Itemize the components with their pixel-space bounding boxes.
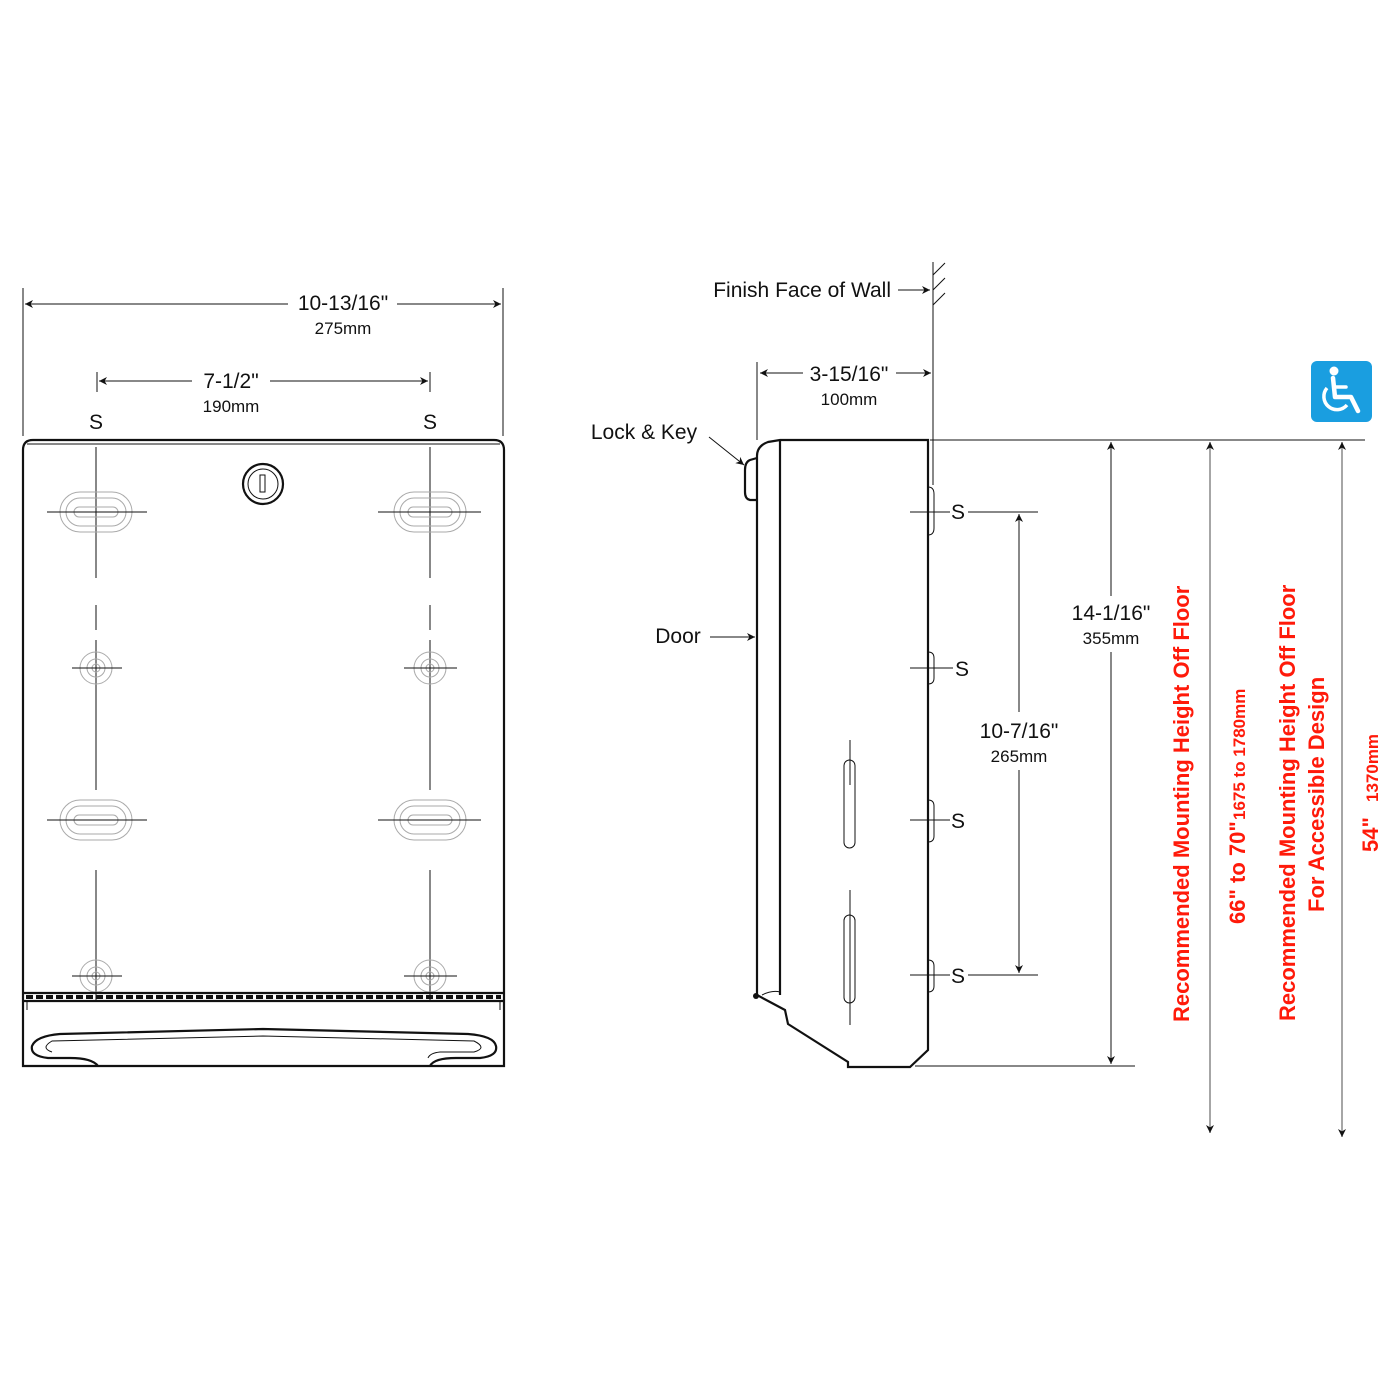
accessible-mounting-label-2: For Accessible Design (1304, 677, 1329, 912)
accessible-mounting-value-mm: 1370mm (1363, 734, 1382, 802)
screw-label: S (951, 810, 965, 833)
front-view: 10-13/16" 275mm 7-1/2" 190mm S S (21, 288, 506, 1068)
screw-spacing-mm: 265mm (991, 747, 1048, 766)
standard-mounting-value: 66" to 70" (1225, 821, 1250, 924)
keyhole-slots (47, 491, 481, 841)
height-dimension: 14-1/16" 355mm (915, 439, 1365, 1067)
standard-mounting-label: Recommended Mounting Height Off Floor (1169, 585, 1194, 1022)
lock-knob (743, 456, 758, 502)
wheelchair-icon (1311, 361, 1372, 422)
mounting-holes (72, 651, 457, 993)
screw-label: S (951, 965, 965, 988)
height-in: 14-1/16" (1072, 602, 1151, 625)
screw-label: S (951, 501, 965, 524)
wall-line: Finish Face of Wall (713, 262, 946, 485)
door-label: Door (655, 625, 701, 648)
overall-width-in: 10-13/16" (298, 292, 388, 315)
screw-spacing-in: 10-7/16" (980, 720, 1059, 743)
overall-width-mm: 275mm (315, 319, 372, 338)
overall-width-dimension: 10-13/16" 275mm (22, 288, 504, 436)
depth-in: 3-15/16" (810, 363, 889, 386)
dispenser-opening (24, 991, 503, 1067)
standard-mounting-value-mm: 1675 to 1780mm (1230, 689, 1249, 820)
cabinet-outline (21, 438, 506, 1068)
finish-face-of-wall-label: Finish Face of Wall (713, 279, 891, 302)
dispenser-side-outline (755, 438, 930, 1069)
accessible-mounting-value: 54" (1358, 817, 1383, 852)
lock-and-key-label: Lock & Key (591, 421, 698, 444)
depth-dimension: 3-15/16" 100mm (756, 362, 931, 440)
screw-centerlines (95, 447, 431, 1000)
side-view: Finish Face of Wall 3-15/16" 100mm Lock … (591, 262, 1365, 1069)
screw-spacing-mm: 190mm (203, 397, 260, 416)
screw-label: S (955, 658, 969, 681)
screw-spacing-in: 7-1/2" (203, 370, 258, 393)
screw-spacing-dimension: 7-1/2" 190mm S S (89, 370, 437, 434)
accessible-mounting-label: Recommended Mounting Height Off Floor (1275, 584, 1300, 1021)
vertical-screw-spacing-dimension: 10-7/16" 265mm (980, 514, 1059, 973)
lock-icon (241, 462, 285, 506)
height-mm: 355mm (1083, 629, 1140, 648)
side-slots (843, 740, 856, 1025)
screw-label-left: S (89, 411, 103, 434)
side-screws: S S S S (910, 486, 1038, 993)
mounting-heights: Recommended Mounting Height Off Floor 66… (1169, 361, 1383, 1137)
depth-mm: 100mm (821, 390, 878, 409)
screw-label-right: S (423, 411, 437, 434)
